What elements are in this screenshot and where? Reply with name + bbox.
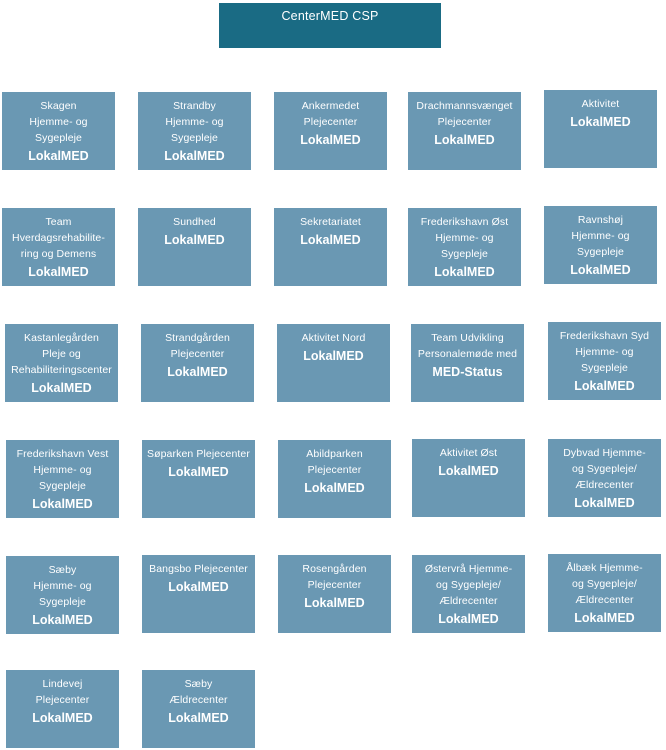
unit-committee: LokalMED <box>300 233 361 247</box>
unit-box-kastanlegaarden: Kastanlegården Pleje og Rehabiliteringsc… <box>5 324 118 402</box>
unit-box-aktivitet: Aktivitet LokalMED <box>544 90 657 168</box>
unit-name: Frederikshavn Vest Hjemme- og Sygepleje <box>16 448 109 492</box>
unit-box-aalbaek: Ålbæk Hjemme- og Sygepleje/ Ældrecenter … <box>548 554 661 632</box>
unit-name: Frederikshavn Syd Hjemme- og Sygepleje <box>559 330 650 374</box>
unit-name: Ankermedet Plejecenter <box>301 100 360 128</box>
unit-name: Sæby Hjemme- og Sygepleje <box>33 564 92 608</box>
unit-name: Skagen Hjemme- og Sygepleje <box>29 100 88 144</box>
unit-name: Søparken Plejecenter <box>147 448 250 460</box>
unit-committee: LokalMED <box>168 465 229 479</box>
unit-box-sekretariatet: Sekretariatet LokalMED <box>274 208 387 286</box>
unit-name: Lindevej Plejecenter <box>35 678 90 706</box>
unit-committee: LokalMED <box>164 233 225 247</box>
unit-name: Østervrå Hjemme- og Sygepleje/ Ældrecent… <box>424 563 513 607</box>
unit-committee: LokalMED <box>32 711 93 725</box>
unit-committee: LokalMED <box>167 365 228 379</box>
unit-box-frederikshavn-vest: Frederikshavn Vest Hjemme- og Sygepleje … <box>6 440 119 518</box>
unit-committee: LokalMED <box>304 481 365 495</box>
unit-committee: LokalMED <box>168 580 229 594</box>
unit-name: Drachmannsvænget Plejecenter <box>416 100 513 128</box>
unit-committee: LokalMED <box>300 133 361 147</box>
unit-box-bangsbo: Bangsbo Plejecenter LokalMED <box>142 555 255 633</box>
unit-committee: LokalMED <box>438 612 499 626</box>
centermed-header-box: CenterMED CSP <box>219 3 441 48</box>
unit-committee: LokalMED <box>303 349 364 363</box>
unit-name: Aktivitet <box>581 98 620 110</box>
unit-committee: LokalMED <box>168 711 229 725</box>
unit-box-oestervraa: Østervrå Hjemme- og Sygepleje/ Ældrecent… <box>412 555 525 633</box>
unit-box-saeby-aeldrecenter: Sæby Ældrecenter LokalMED <box>142 670 255 748</box>
unit-box-aktivitet-nord: Aktivitet Nord LokalMED <box>277 324 390 402</box>
unit-name: Bangsbo Plejecenter <box>149 563 248 575</box>
unit-box-soeparken: Søparken Plejecenter LokalMED <box>142 440 255 518</box>
unit-box-frederikshavn-oest: Frederikshavn Øst Hjemme- og Sygepleje L… <box>408 208 521 286</box>
unit-committee: LokalMED <box>570 115 631 129</box>
unit-name: Team Udvikling Personalemøde med <box>417 332 518 360</box>
header-title: CenterMED CSP <box>281 9 379 23</box>
unit-name: Sundhed <box>173 216 216 228</box>
unit-name: Aktivitet Øst <box>439 447 498 459</box>
unit-name: Ravnshøj Hjemme- og Sygepleje <box>571 214 630 258</box>
unit-box-strandgaarden: Strandgården Plejecenter LokalMED <box>141 324 254 402</box>
unit-box-lindevej: Lindevej Plejecenter LokalMED <box>6 670 119 748</box>
unit-box-ravnshoej: Ravnshøj Hjemme- og Sygepleje LokalMED <box>544 206 657 284</box>
unit-committee: LokalMED <box>28 149 89 163</box>
unit-committee: LokalMED <box>434 265 495 279</box>
unit-box-ankermedet: Ankermedet Plejecenter LokalMED <box>274 92 387 170</box>
unit-name: Rosengården Plejecenter <box>302 563 367 591</box>
unit-committee: LokalMED <box>574 496 635 510</box>
unit-name: Aktivitet Nord <box>301 332 366 344</box>
unit-name: Team Hverdagsrehabilite- ring og Demens <box>12 216 105 260</box>
unit-box-skagen: Skagen Hjemme- og Sygepleje LokalMED <box>2 92 115 170</box>
unit-committee: MED-Status <box>432 365 503 379</box>
unit-committee: LokalMED <box>570 263 631 277</box>
unit-committee: LokalMED <box>28 265 89 279</box>
unit-name: Ålbæk Hjemme- og Sygepleje/ Ældrecenter <box>566 562 643 606</box>
unit-committee: LokalMED <box>434 133 495 147</box>
unit-committee: LokalMED <box>574 379 635 393</box>
unit-committee: LokalMED <box>438 464 499 478</box>
unit-committee: LokalMED <box>32 497 93 511</box>
unit-box-frederikshavn-syd: Frederikshavn Syd Hjemme- og Sygepleje L… <box>548 322 661 400</box>
unit-name: Abildparken Plejecenter <box>306 448 363 476</box>
unit-box-saeby-hjemme: Sæby Hjemme- og Sygepleje LokalMED <box>6 556 119 634</box>
unit-box-rosengaarden: Rosengården Plejecenter LokalMED <box>278 555 391 633</box>
unit-name: Sæby Ældrecenter <box>169 678 228 706</box>
unit-committee: LokalMED <box>164 149 225 163</box>
unit-committee: LokalMED <box>32 613 93 627</box>
unit-committee: LokalMED <box>31 381 92 395</box>
unit-box-abildparken: Abildparken Plejecenter LokalMED <box>278 440 391 518</box>
unit-box-sundhed: Sundhed LokalMED <box>138 208 251 286</box>
unit-committee: LokalMED <box>574 611 635 625</box>
unit-name: Kastanlegården Pleje og Rehabiliteringsc… <box>11 332 112 376</box>
unit-box-aktivitet-oest: Aktivitet Øst LokalMED <box>412 439 525 517</box>
unit-name: Strandby Hjemme- og Sygepleje <box>165 100 224 144</box>
unit-box-dybvad: Dybvad Hjemme- og Sygepleje/ Ældrecenter… <box>548 439 661 517</box>
unit-box-strandby: Strandby Hjemme- og Sygepleje LokalMED <box>138 92 251 170</box>
unit-box-team-hverdagsrehabilitering: Team Hverdagsrehabilite- ring og Demens … <box>2 208 115 286</box>
unit-name: Strandgården Plejecenter <box>165 332 230 360</box>
unit-name: Sekretariatet <box>300 216 361 228</box>
unit-committee: LokalMED <box>304 596 365 610</box>
unit-box-team-udvikling: Team Udvikling Personalemøde med MED-Sta… <box>411 324 524 402</box>
unit-name: Frederikshavn Øst Hjemme- og Sygepleje <box>420 216 509 260</box>
unit-name: Dybvad Hjemme- og Sygepleje/ Ældrecenter <box>563 447 646 491</box>
unit-box-drachmannsvaenget: Drachmannsvænget Plejecenter LokalMED <box>408 92 521 170</box>
